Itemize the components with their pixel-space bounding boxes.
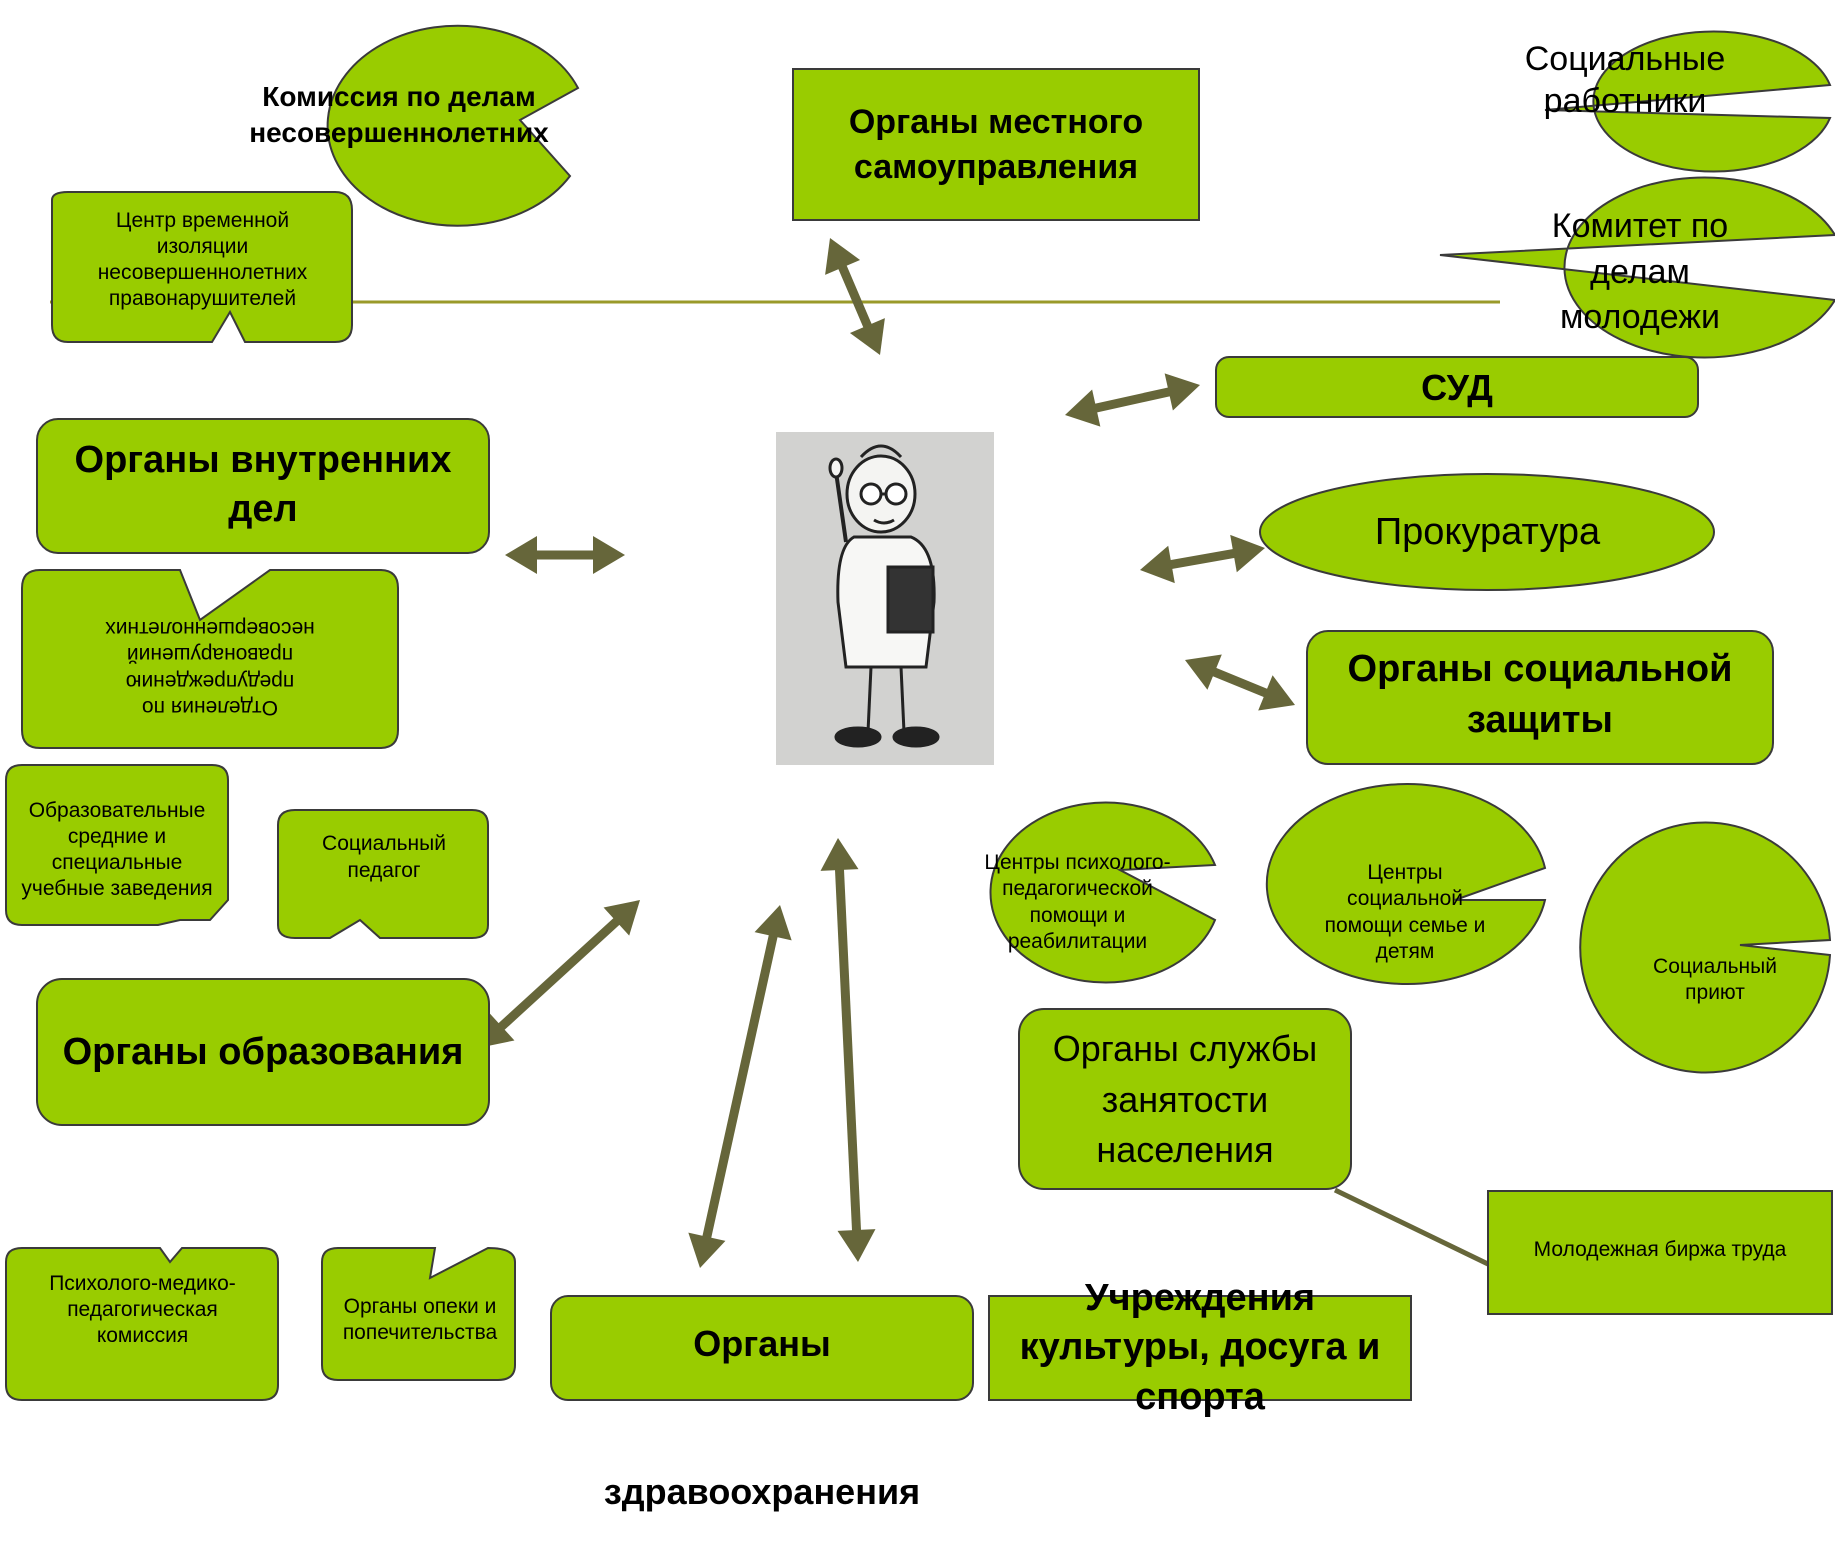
court-label: СУД [1421,366,1493,408]
temp-isolation-label: Центр временной изоляции несовершеннолет… [97,208,308,311]
arrow-education-shaft [489,910,629,1038]
prosecutor-label: Прокуратура [1374,510,1601,553]
health-box [550,1295,974,1401]
social-pedagogue-shape [277,809,489,939]
arrow-health-right-head-end [820,838,859,871]
arrow-court [1065,373,1200,427]
arrow-health-left-shaft [699,923,781,1250]
arrow-prosecutor-shaft [1158,547,1247,571]
teacher-illustration [776,432,994,765]
arrow-health-right-head-start [837,1229,876,1262]
arrow-health-left [688,905,792,1268]
connectors-layer [50,238,1500,1268]
arrow-court-shaft [1083,384,1182,416]
health-label: Органы здравоохранения [603,1323,921,1512]
arrow-prosecutor [1140,534,1265,584]
youth-exchange-label: Молодежная биржа труда [1533,1237,1787,1261]
arrow-internal-affairs-head-start [505,536,537,574]
arrow-education-head-end [603,900,640,936]
shelter-label: Социальный приют [1653,954,1777,1004]
arrow-local-gov-head-end [849,318,885,355]
arrow-internal-affairs-head-end [593,536,625,574]
internal-affairs-label: Органы внутренних дел [74,438,452,530]
guardianship-shape [321,1246,516,1381]
arrow-court-head-start [1065,389,1101,427]
edu-institutions-shape [5,764,229,926]
arrow-social-protection-head-start [1185,654,1222,690]
social-protection-box [1306,630,1774,765]
social-workers-shape [1544,30,1832,173]
youth-committee-shape [1439,176,1835,359]
pmpk-shape [5,1247,279,1401]
youth-exchange-box [1487,1190,1833,1315]
internal-affairs-box [36,418,490,554]
arrow-health-left-head-start [688,1232,726,1268]
psych-centers-shape [989,801,1217,984]
arrow-internal-affairs [505,536,625,574]
arrow-local-gov-head-start [825,238,861,275]
family-centers-shape [1265,783,1547,985]
commission-label: Комиссия по делам несовершеннолетних [249,80,549,148]
arrow-social-protection-head-end [1258,675,1295,711]
guardianship-label: Органы опеки и попечительства [342,1294,498,1344]
shelter-shape [1579,821,1832,1074]
local-gov-label: Органы местного самоуправления [848,103,1144,186]
local-gov-box [792,68,1200,221]
arrow-local-gov [825,238,885,355]
arrow-health-right-shaft [834,857,862,1243]
arrow-prosecutor-head-start [1140,545,1175,584]
prevention-dept-shape [21,569,399,749]
employment-connector-line [1333,1187,1492,1268]
prevention-dept-label: Отделения по предупреждению правонарушен… [105,617,315,719]
arrow-local-gov-shaft [833,254,877,339]
social-pedagogue-label: Социальный педагог [322,832,446,882]
arrow-health-left-head-end [754,905,792,941]
education-label: Органы образования [62,1030,464,1073]
arrow-prosecutor-head-end [1230,534,1265,573]
edu-institutions-label: Образовательные средние и специальные уч… [21,798,213,901]
shapes-layer [5,24,1835,1401]
family-centers-label: Центры социальной помощи семье и детям [1324,861,1486,963]
commission-shape [326,24,580,227]
culture-box [988,1295,1412,1401]
arrow-social-protection-shaft [1201,663,1279,702]
court-box [1215,356,1699,418]
arrow-court-head-end [1164,373,1200,411]
teacher-cartoon-icon [828,444,940,748]
arrow-social-protection [1185,654,1295,711]
education-box [36,978,490,1126]
pmpk-label: Психолого-медико-педагогическая комиссия [49,1271,236,1348]
psych-centers-label: Центры психолого-педагогической помощи и… [984,851,1171,953]
temp-isolation-shape [51,191,353,343]
prosecutor-shape [1259,473,1715,591]
culture-label: Учреждения культуры, досуга и спорта [1019,1276,1381,1418]
youth-committee-label: Комитет по делам молодежи [1551,206,1729,337]
employment-box [1018,1008,1352,1190]
social-protection-label: Органы социальной защиты [1347,647,1733,741]
social-workers-label: Социальные работники [1524,39,1726,121]
arrow-health-right [820,838,876,1262]
employment-label: Органы службы занятости населения [1052,1028,1318,1171]
